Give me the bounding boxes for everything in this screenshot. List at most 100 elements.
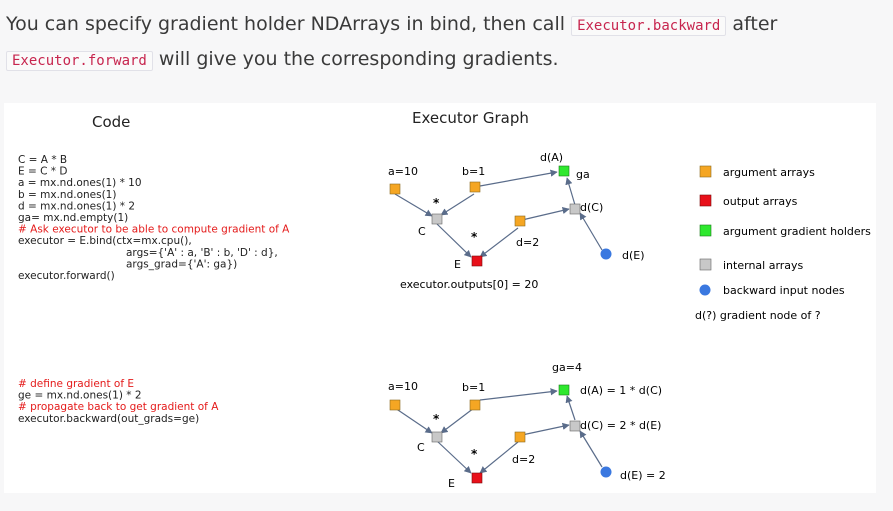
node-b-d	[514, 431, 526, 443]
code-block-bottom: # define gradient of Ege = mx.nd.ones(1)…	[18, 378, 219, 425]
code-line: executor.forward()	[18, 270, 115, 282]
label-b-dE: d(E) = 2	[620, 469, 666, 482]
label-dC: d(C)	[580, 201, 603, 214]
legend-internal: internal arrays	[723, 259, 804, 272]
label-b-b: b=1	[462, 381, 485, 394]
edge-b-dE-dC	[579, 430, 603, 468]
edge-d-dC	[521, 206, 570, 221]
code-executor-forward: Executor.forward	[6, 51, 153, 71]
code-line: b = mx.nd.ones(1)	[18, 189, 116, 201]
label-d: d=2	[516, 236, 539, 249]
code-block-top: C = A * BE = C * Da = mx.nd.ones(1) * 10…	[18, 154, 290, 282]
node-b	[469, 181, 481, 193]
node-dE	[600, 248, 612, 260]
code-line: ga= mx.nd.empty(1)	[18, 212, 128, 224]
node-dC	[569, 203, 581, 215]
code-line: E = C * D	[18, 166, 67, 178]
node-b-dC	[569, 420, 581, 432]
legend-backward: backward input nodes	[723, 284, 845, 297]
output-label: executor.outputs[0] = 20	[400, 278, 538, 291]
legend-grad-holder: argument gradient holders	[723, 225, 871, 238]
code-line: d = mx.nd.ones(1) * 2	[18, 200, 135, 212]
label-b-a: a=10	[388, 380, 418, 393]
legend-note: d(?) gradient node of ?	[695, 309, 821, 322]
code-line: executor.backward(out_grads=ge)	[18, 413, 199, 425]
edge-b-c	[440, 193, 475, 216]
node-b-a	[389, 399, 401, 411]
legend-argument: argument arrays	[723, 166, 815, 179]
edge-b-d-e	[479, 441, 519, 474]
node-a	[389, 183, 401, 195]
code-executor-backward: Executor.backward	[571, 16, 727, 36]
legend: argument arrays output arrays argument g…	[695, 165, 871, 322]
legend-swatch-grad-holder	[699, 224, 712, 237]
label-mul-2: *	[471, 230, 478, 244]
intro-text-2: after	[732, 13, 778, 35]
code-line: args={'A' : a, 'B' : b, 'D' : d},	[126, 247, 278, 259]
node-c	[431, 213, 443, 225]
edge-dC-dA	[565, 177, 576, 206]
node-b-dE	[600, 466, 612, 478]
edge-a-c	[394, 193, 433, 217]
code-line: ge = mx.nd.ones(1) * 2	[18, 390, 142, 402]
label-a: a=10	[388, 165, 418, 178]
label-dA: d(A)	[540, 151, 563, 164]
edge-c-e	[436, 223, 472, 258]
intro-paragraph: You can specify gradient holder NDArrays…	[6, 8, 886, 78]
edge-b-b-c	[440, 407, 475, 434]
node-d	[514, 215, 526, 227]
legend-swatch-internal	[699, 258, 712, 271]
intro-text-1: You can specify gradient holder NDArrays…	[6, 13, 566, 35]
edge-d-e	[479, 227, 519, 258]
edge-b-d-dC	[521, 422, 570, 436]
code-line: C = A * B	[18, 154, 67, 166]
label-dE: d(E)	[622, 249, 645, 262]
legend-swatch-backward	[699, 284, 711, 296]
legend-output: output arrays	[723, 195, 798, 208]
code-comment-line: # define gradient of E	[18, 378, 134, 390]
node-b-e	[471, 472, 483, 484]
label-b: b=1	[462, 165, 485, 178]
label-b-c: C	[417, 441, 425, 454]
label-c: C	[418, 225, 426, 238]
legend-swatch-argument	[699, 165, 712, 178]
label-b-e: E	[448, 477, 455, 490]
label-b-dC: d(C) = 2 * d(E)	[580, 419, 661, 432]
code-comment-line: # propagate back to get gradient of A	[18, 401, 219, 413]
graph-heading: Executor Graph	[412, 109, 529, 127]
label-ga: ga	[576, 168, 590, 181]
node-b-b	[469, 399, 481, 411]
node-b-c	[431, 431, 443, 443]
graph-top: a=10 b=1 * C * d=2 E d(A) ga d(C) d(E) e…	[388, 151, 645, 291]
node-e	[471, 255, 483, 267]
code-line: executor = E.bind(ctx=mx.cpu(),	[18, 235, 192, 247]
edge-b-dC-dA	[565, 395, 576, 421]
code-line: args_grad={'A': ga})	[126, 258, 237, 270]
executor-diagram: Code Executor Graph C = A * BE = C * Da …	[18, 109, 871, 490]
edge-dE-dC	[579, 212, 603, 251]
node-ga	[558, 165, 570, 177]
intro-text-3: will give you the corresponding gradient…	[158, 48, 559, 70]
label-b-mul-2: *	[471, 447, 478, 461]
intro-line-2: Executor.forward will give you the corre…	[6, 43, 886, 78]
graph-bottom-edges	[394, 388, 603, 474]
label-b-mul-1: *	[433, 412, 440, 426]
node-b-ga	[558, 384, 570, 396]
label-b-ga: ga=4	[552, 361, 582, 374]
edge-b-c-e	[436, 440, 472, 474]
edge-b-dA	[479, 169, 558, 187]
label-mul-1: *	[433, 196, 440, 210]
code-heading: Code	[92, 113, 130, 131]
label-e: E	[454, 258, 461, 271]
edge-b-b-dA	[479, 388, 558, 401]
intro-line-1: You can specify gradient holder NDArrays…	[6, 8, 886, 43]
legend-swatch-output	[699, 194, 712, 207]
graph-bottom: a=10 b=1 * C * d=2 E ga=4 d(A) = 1 * d(C…	[388, 361, 666, 490]
code-line: a = mx.nd.ones(1) * 10	[18, 177, 142, 189]
label-b-dA: d(A) = 1 * d(C)	[580, 384, 662, 397]
graph-top-edges	[394, 169, 603, 258]
label-b-d: d=2	[512, 453, 535, 466]
code-comment-line: # Ask executor to be able to compute gra…	[18, 224, 290, 236]
edge-b-a-c	[394, 407, 433, 434]
